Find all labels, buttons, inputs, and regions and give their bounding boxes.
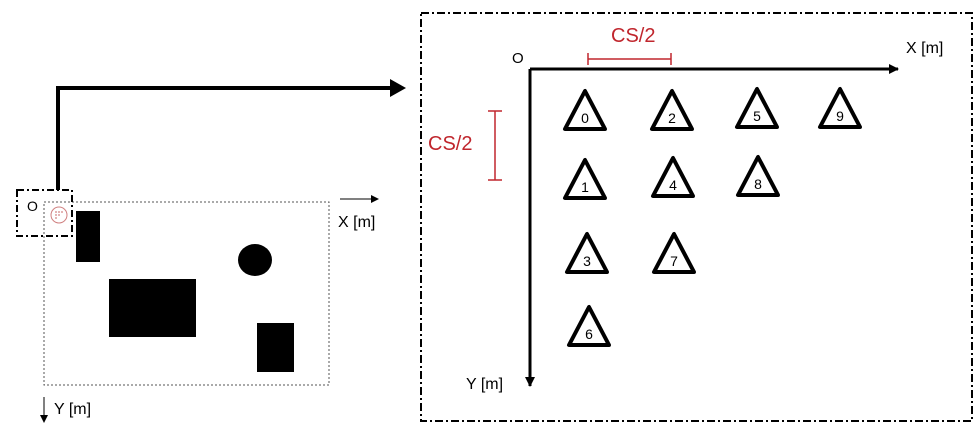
- marker-3: 3: [565, 232, 609, 274]
- zoom-connector-arrowhead: [390, 79, 406, 97]
- marker-label: 1: [581, 179, 589, 195]
- zoom-region-box: [16, 189, 73, 237]
- zoom-origin-label: O: [512, 50, 524, 67]
- triangle-marker-icon: [563, 158, 607, 200]
- marker-label: 0: [581, 110, 589, 126]
- marker-label: 7: [670, 253, 678, 269]
- overview-origin-label: O: [27, 198, 38, 214]
- obstacle-small-rect: [257, 323, 294, 372]
- overview-map-boundary: [43, 201, 330, 386]
- cs-vertical-label: CS/2: [428, 133, 472, 155]
- marker-label: 8: [754, 176, 762, 192]
- overview-map: O X [m] Y [m]: [16, 189, 379, 423]
- zoom-x-axis-label: X [m]: [906, 40, 943, 57]
- marker-9: 9: [818, 87, 862, 129]
- obstacle-circle: [238, 244, 272, 276]
- marker-label: 6: [585, 326, 593, 342]
- cs-horizontal-label: CS/2: [611, 25, 655, 47]
- obstacle-tall-rect: [76, 211, 100, 262]
- marker-6: 6: [567, 305, 611, 347]
- zoom-connector-arrow: [56, 86, 394, 190]
- marker-5: 5: [735, 87, 779, 129]
- triangle-marker-icon: [818, 87, 862, 129]
- marker-label: 2: [668, 110, 676, 126]
- marker-label: 9: [836, 108, 844, 124]
- obstacle-large-rect: [109, 279, 196, 337]
- marker-2: 2: [650, 89, 694, 131]
- triangle-marker-icon: [736, 155, 780, 197]
- triangle-marker-icon: [735, 87, 779, 129]
- marker-4: 4: [651, 156, 695, 198]
- marker-1: 1: [563, 158, 607, 200]
- marker-label: 4: [669, 177, 677, 193]
- marker-8: 8: [736, 155, 780, 197]
- triangle-marker-icon: [650, 89, 694, 131]
- zoom-panel-border: [420, 12, 973, 422]
- overview-y-axis-label: Y [m]: [54, 401, 91, 418]
- marker-label: 5: [753, 108, 761, 124]
- zoom-panel: O X [m] Y [m] CS/2 CS/2 0 2: [420, 12, 973, 422]
- zoom-y-axis-label: Y [m]: [466, 376, 503, 393]
- triangle-marker-icon: [565, 232, 609, 274]
- cs-horizontal-scale: [587, 53, 672, 65]
- triangle-marker-icon: [651, 156, 695, 198]
- cs-vertical-scale: [488, 110, 502, 181]
- marker-label: 3: [583, 253, 591, 269]
- triangle-marker-icon: [567, 305, 611, 347]
- origin-marker-icon: [50, 206, 68, 224]
- marker-0: 0: [563, 89, 607, 131]
- marker-7: 7: [652, 232, 696, 274]
- triangle-marker-icon: [563, 89, 607, 131]
- triangle-marker-icon: [652, 232, 696, 274]
- overview-x-axis-label: X [m]: [338, 214, 375, 231]
